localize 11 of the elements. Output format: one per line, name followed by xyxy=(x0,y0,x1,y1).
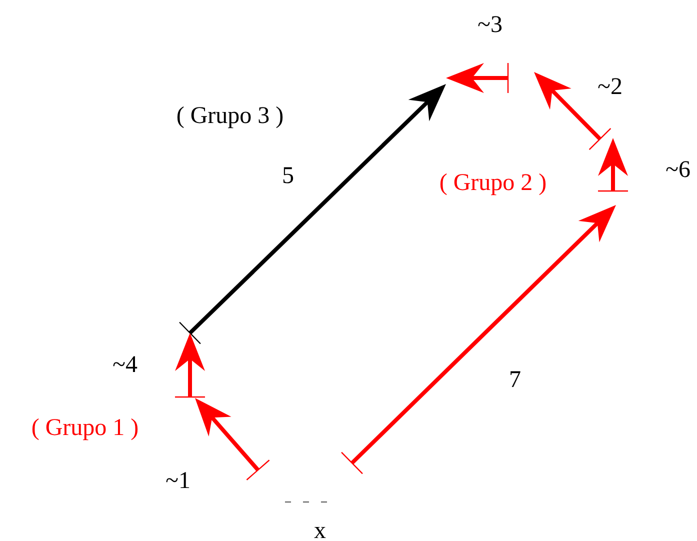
vector-label: x xyxy=(314,519,326,541)
vector-label: ( Grupo 3 ) xyxy=(176,104,284,128)
vector-label: ~4 xyxy=(112,353,138,377)
vector-label: ~2 xyxy=(598,75,622,99)
vector-label: 5 xyxy=(282,164,294,188)
vector-label: ~6 xyxy=(666,158,690,182)
vector-label: ( Grupo 1 ) xyxy=(31,416,139,440)
vector-label: ~3 xyxy=(478,13,502,37)
vector-label: ( Grupo 2 ) xyxy=(439,171,547,195)
vector-label: ~1 xyxy=(166,469,190,493)
vector-label: 7 xyxy=(509,368,521,392)
